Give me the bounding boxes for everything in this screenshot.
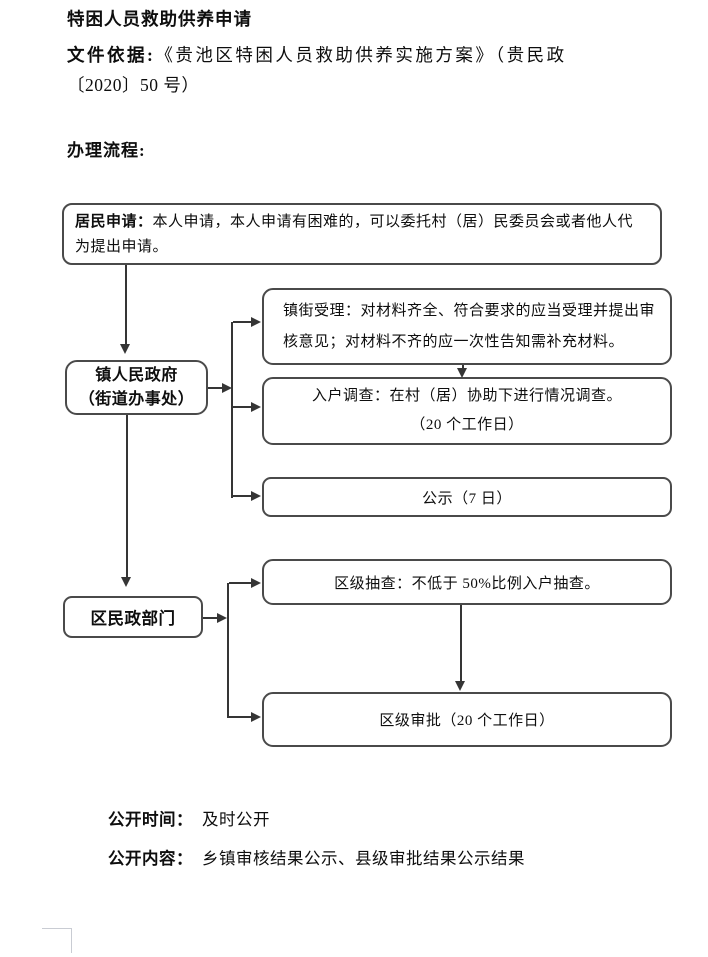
arrow-accept-to-survey-line [462, 365, 464, 370]
disclosure-content-line: 公开内容： 乡镇审核结果公示、县级审批结果公示结果 [108, 845, 525, 869]
survey-box-line2: （20 个工作日） [410, 417, 524, 433]
district-box-text: 区民政部门 [90, 609, 176, 628]
arrow-trunk-to-accept-head [251, 317, 261, 327]
arrow-check-to-approve-head [455, 681, 465, 691]
accept-box-line2: 核意见；对材料不齐的应一次性告知需补充材料。 [283, 333, 625, 350]
arrow-town-to-trunk-line [208, 387, 223, 389]
disclosure-content-value: 乡镇审核结果公示、县级审批结果公示结果 [202, 849, 525, 868]
district-civil-affairs-box: 区民政部门 [63, 596, 203, 638]
margin-corner-mark-horizontal [42, 928, 72, 929]
arrow-trunk-to-publicity-head [251, 491, 261, 501]
approve-box-text: 区级审批（20 个工作日） [379, 713, 555, 729]
resident-application-box: 居民申请：本人申请，本人申请有困难的，可以委托村（居）民委员会或者他人代 为提出… [62, 203, 662, 265]
town-government-box: 镇人民政府 （街道办事处） [65, 360, 208, 415]
arrow-trunk-to-check-head [251, 578, 261, 588]
arrow-resident-to-town-line [125, 265, 127, 345]
arrow-check-to-approve-line [460, 605, 462, 682]
page-title: 特困人员救助供养申请 [67, 9, 252, 29]
disclosure-time-value: 及时公开 [202, 810, 270, 829]
district-approval-box: 区级审批（20 个工作日） [262, 692, 672, 747]
arrow-trunk-to-check-line [229, 582, 251, 584]
arrow-district-to-trunk-head [217, 613, 227, 623]
district-spot-check-box: 区级抽查：不低于 50%比例入户抽查。 [262, 559, 672, 605]
disclosure-time-line: 公开时间： 及时公开 [108, 806, 270, 830]
check-box-text: 区级抽查：不低于 50%比例入户抽查。 [334, 575, 600, 592]
basis-label: 文件依据: [67, 45, 156, 65]
arrow-town-to-district-line [126, 415, 128, 578]
town-box-line2: （街道办事处） [78, 390, 195, 408]
arrow-district-to-trunk-line [203, 617, 218, 619]
arrow-town-to-trunk-head [222, 383, 232, 393]
accept-box-line1: 镇街受理：对材料齐全、符合要求的应当受理并提出审 [283, 302, 656, 319]
arrow-trunk-to-publicity-line [233, 495, 252, 497]
arrow-trunk-to-approve-head [251, 712, 261, 722]
trunk-line-district-branch [227, 583, 229, 718]
arrow-resident-to-town-head [120, 344, 130, 354]
disclosure-content-label: 公开内容： [108, 849, 193, 868]
arrow-trunk-to-survey-head [251, 402, 261, 412]
arrow-trunk-to-accept-line [233, 321, 252, 323]
resident-box-label: 居民申请： [75, 214, 153, 230]
arrow-town-to-district-head [121, 577, 131, 587]
basis-text-line1: 《贵池区特困人员救助供养实施方案》（贵民政 [155, 45, 567, 65]
publicity-box: 公示（7 日） [262, 477, 672, 517]
arrow-trunk-to-approve-line [229, 716, 251, 718]
town-box-line1: 镇人民政府 [95, 366, 178, 384]
basis-text-line2: 〔2020〕50 号） [67, 75, 200, 95]
publicity-box-text: 公示（7 日） [422, 490, 512, 507]
trunk-line-town-branch [231, 322, 233, 498]
disclosure-time-label: 公开时间： [108, 810, 193, 829]
survey-box-line1: 入户调查：在村（居）协助下进行情况调查。 [311, 388, 622, 404]
town-acceptance-box: 镇街受理：对材料齐全、符合要求的应当受理并提出审 核意见；对材料不齐的应一次性告… [262, 288, 672, 365]
resident-box-text-line2: 为提出申请。 [75, 239, 169, 255]
arrow-accept-to-survey-head [457, 368, 467, 378]
resident-box-text-line1: 本人申请，本人申请有困难的，可以委托村（居）民委员会或者他人代 [152, 214, 634, 230]
arrow-trunk-to-survey-line [233, 406, 252, 408]
margin-corner-mark-vertical [71, 928, 72, 953]
flow-heading: 办理流程: [67, 141, 146, 160]
document-basis: 文件依据:《贵池区特困人员救助供养实施方案》（贵民政 〔2020〕50 号） [67, 40, 652, 100]
household-survey-box: 入户调查：在村（居）协助下进行情况调查。 （20 个工作日） [262, 377, 672, 445]
